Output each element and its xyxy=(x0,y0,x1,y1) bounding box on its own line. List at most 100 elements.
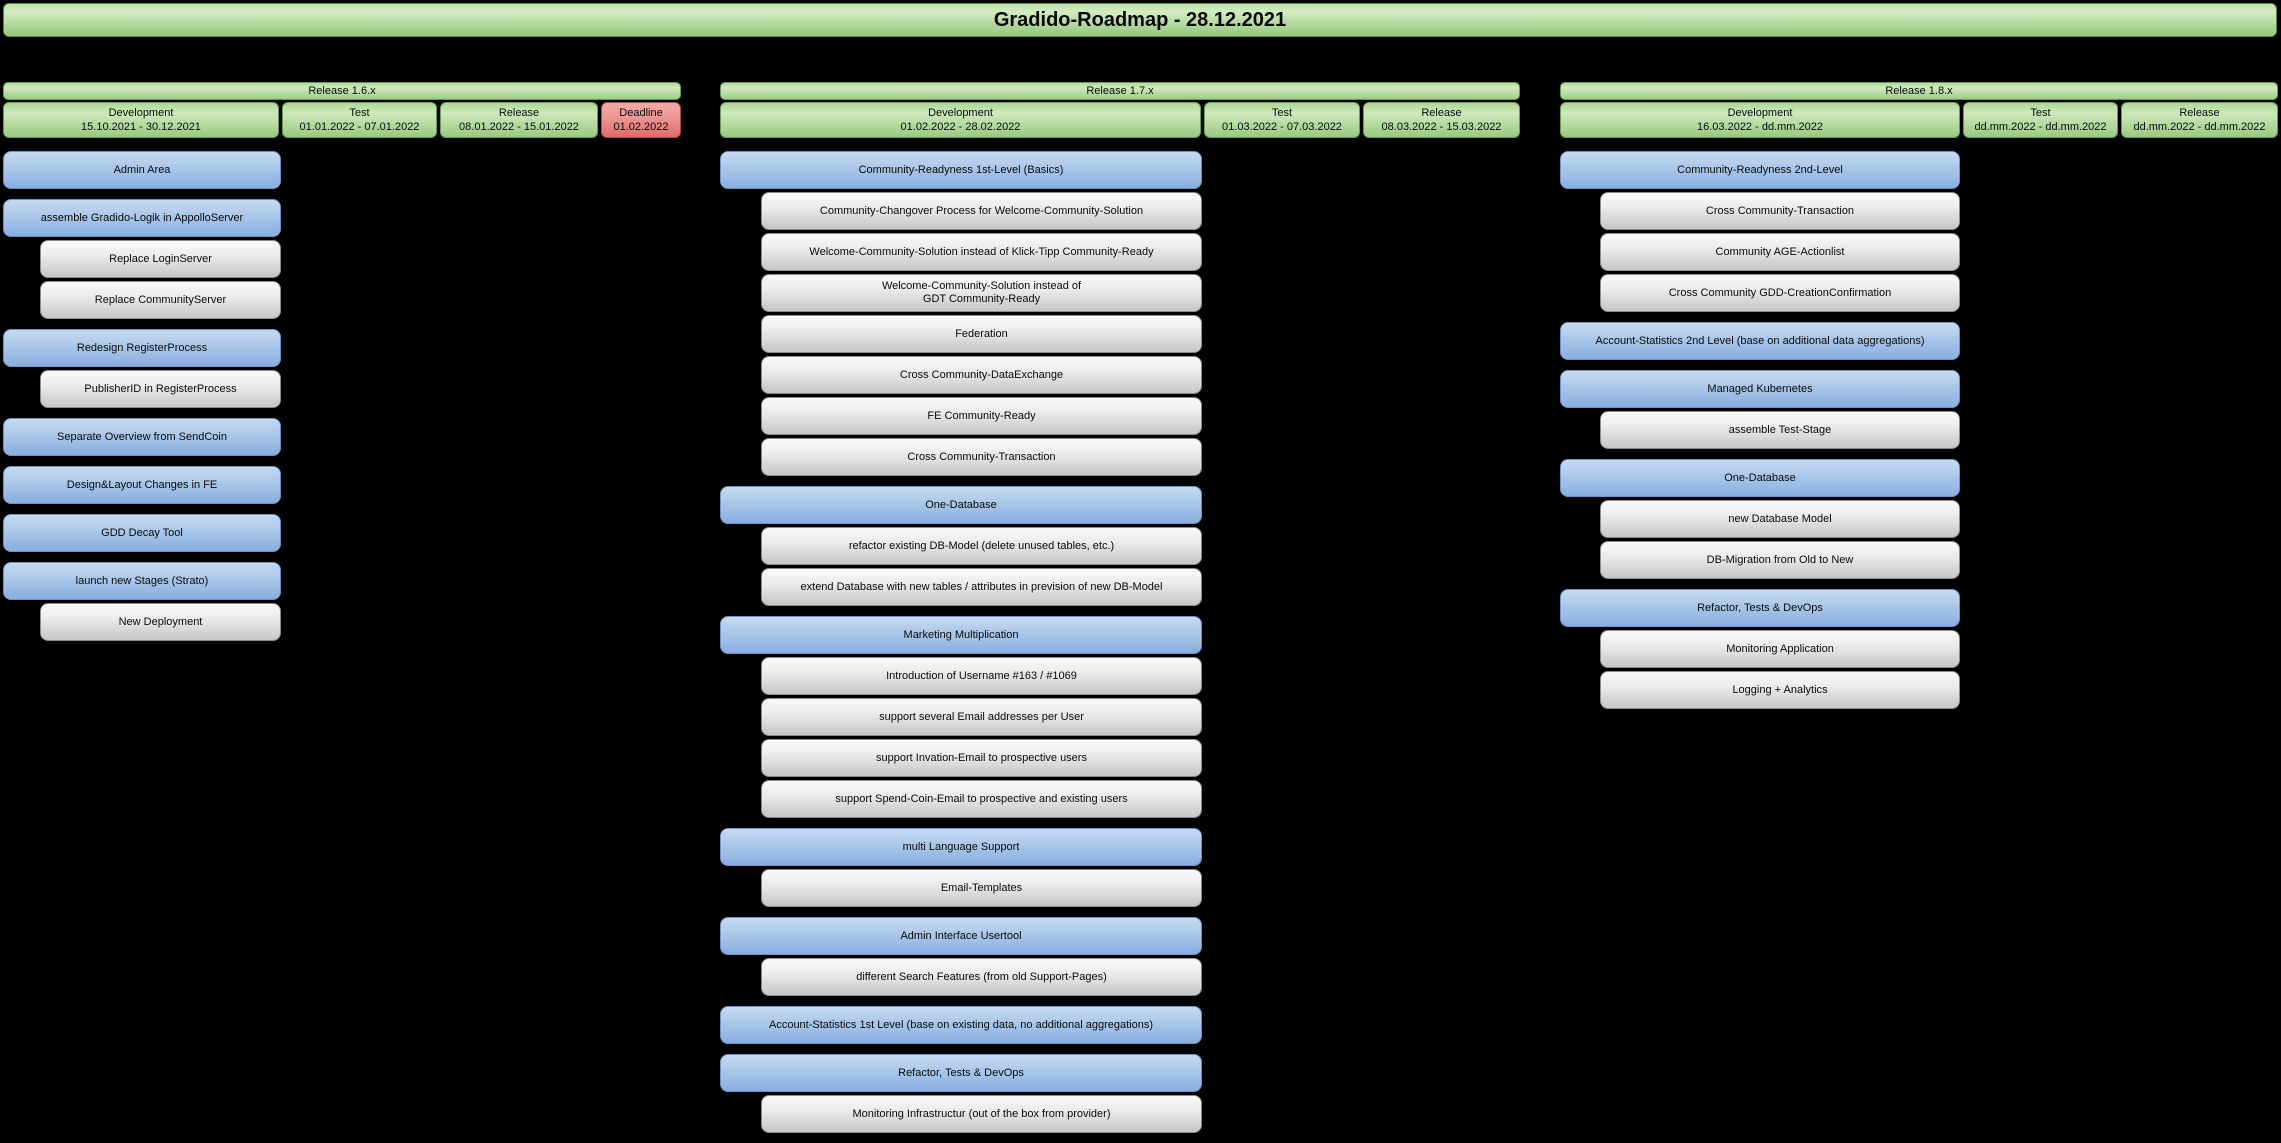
task-child: new Database Model xyxy=(1600,500,1960,538)
task-group: Design&Layout Changes in FE xyxy=(3,466,681,504)
task-child: Community AGE-Actionlist xyxy=(1600,233,1960,271)
task-child: Federation xyxy=(761,315,1202,353)
task-child: Community-Changover Process for Welcome-… xyxy=(761,192,1202,230)
task-child: assemble Test-Stage xyxy=(1600,411,1960,449)
phase-development: Development 16.03.2022 - dd.mm.2022 xyxy=(1560,102,1960,138)
release-header: Release 1.7.x xyxy=(720,82,1520,100)
task-parent: One-Database xyxy=(720,486,1202,524)
phase-dates: 08.03.2022 - 15.03.2022 xyxy=(1381,121,1502,133)
phase-dates: 16.03.2022 - dd.mm.2022 xyxy=(1697,121,1823,133)
task-parent: Admin Interface Usertool xyxy=(720,917,1202,955)
phase-dates: 01.02.2022 xyxy=(613,121,669,133)
task-child: Monitoring Application xyxy=(1600,630,1960,668)
task-child: Replace LoginServer xyxy=(40,240,281,278)
task-child: Replace CommunityServer xyxy=(40,281,281,319)
phase-dates: 01.02.2022 - 28.02.2022 xyxy=(900,121,1021,133)
task-child: support Spend-Coin-Email to prospective … xyxy=(761,780,1202,818)
task-child: Introduction of Username #163 / #1069 xyxy=(761,657,1202,695)
task-list: Admin Area assemble Gradido-Logik in Appo… xyxy=(3,151,681,641)
task-child: DB-Migration from Old to New xyxy=(1600,541,1960,579)
phase-deadline: Deadline 01.02.2022 xyxy=(601,102,681,138)
task-parent: Refactor, Tests & DevOps xyxy=(1560,589,1960,627)
task-child: Cross Community GDD-CreationConfirmation xyxy=(1600,274,1960,312)
task-group: GDD Decay Tool xyxy=(3,514,681,552)
task-child: Welcome-Community-Solution instead of GD… xyxy=(761,274,1202,312)
task-child: extend Database with new tables / attrib… xyxy=(761,568,1202,606)
phase-dates: 01.01.2022 - 07.01.2022 xyxy=(299,121,420,133)
release-header: Release 1.6.x xyxy=(3,82,681,100)
phase-label: Test xyxy=(349,107,370,119)
phase-label: Deadline xyxy=(619,107,663,119)
phase-row: Development 15.10.2021 - 30.12.2021 Test 01… xyxy=(3,102,681,138)
phase-row: Development 01.02.2022 - 28.02.2022 Test 01… xyxy=(720,102,1520,138)
phase-dates: dd.mm.2022 - dd.mm.2022 xyxy=(1974,121,2107,133)
task-parent: assemble Gradido-Logik in AppolloServer xyxy=(3,199,281,237)
task-group: Account-Statistics 1st Level (base on ex… xyxy=(720,1006,1520,1044)
task-child: Cross Community-Transaction xyxy=(761,438,1202,476)
task-parent: Design&Layout Changes in FE xyxy=(3,466,281,504)
task-parent: Account-Statistics 2nd Level (base on ad… xyxy=(1560,322,1960,360)
task-parent: Admin Area xyxy=(3,151,281,189)
task-child: support Invation-Email to prospective us… xyxy=(761,739,1202,777)
phase-label: Development xyxy=(928,107,993,119)
phase-label: Test xyxy=(2030,107,2051,119)
phase-development: Development 15.10.2021 - 30.12.2021 xyxy=(3,102,279,138)
phase-test: Test 01.03.2022 - 07.03.2022 xyxy=(1204,102,1360,138)
phase-dates: dd.mm.2022 - dd.mm.2022 xyxy=(2133,121,2266,133)
task-group: Community-Readyness 1st-Level (Basics)Co… xyxy=(720,151,1520,476)
task-group: Separate Overview from SendCoin xyxy=(3,418,681,456)
phase-label: Development xyxy=(1727,107,1793,119)
task-group: Admin Area xyxy=(3,151,681,189)
phase-label: Release xyxy=(2179,107,2220,119)
task-child: different Search Features (from old Supp… xyxy=(761,958,1202,996)
task-parent: One-Database xyxy=(1560,459,1960,497)
task-child: PublisherID in RegisterProcess xyxy=(40,370,281,408)
task-parent: Account-Statistics 1st Level (base on ex… xyxy=(720,1006,1202,1044)
task-child: Logging + Analytics xyxy=(1600,671,1960,709)
release-header: Release 1.8.x xyxy=(1560,82,2278,100)
task-parent: Marketing Multiplication xyxy=(720,616,1202,654)
phase-development: Development 01.02.2022 - 28.02.2022 xyxy=(720,102,1201,138)
phase-row: Development 16.03.2022 - dd.mm.2022 Test dd… xyxy=(1560,102,2278,138)
task-child: FE Community-Ready xyxy=(761,397,1202,435)
task-group: launch new Stages (Strato)New Deployment xyxy=(3,562,681,641)
phase-label: Release xyxy=(1421,107,1462,119)
phase-test: Test 01.01.2022 - 07.01.2022 xyxy=(282,102,437,138)
phase-test: Test dd.mm.2022 - dd.mm.2022 xyxy=(1963,102,2118,138)
task-parent: Community-Readyness 1st-Level (Basics) xyxy=(720,151,1202,189)
task-child: support several Email addresses per User xyxy=(761,698,1202,736)
task-child: Cross Community-Transaction xyxy=(1600,192,1960,230)
task-parent: Refactor, Tests & DevOps xyxy=(720,1054,1202,1092)
phase-dates: 01.03.2022 - 07.03.2022 xyxy=(1222,121,1342,133)
task-parent: launch new Stages (Strato) xyxy=(3,562,281,600)
task-parent: Managed Kubernetes xyxy=(1560,370,1960,408)
phase-label: Test xyxy=(1271,107,1293,119)
task-child: Email-Templates xyxy=(761,869,1202,907)
task-child: Welcome-Community-Solution instead of Kl… xyxy=(761,233,1202,271)
task-child: New Deployment xyxy=(40,603,281,641)
task-parent: Community-Readyness 2nd-Level xyxy=(1560,151,1960,189)
task-group: Account-Statistics 2nd Level (base on ad… xyxy=(1560,322,2278,360)
task-parent: GDD Decay Tool xyxy=(3,514,281,552)
phase-label: Release xyxy=(498,107,540,119)
phase-release: Release dd.mm.2022 - dd.mm.2022 xyxy=(2121,102,2278,138)
phase-dates: 15.10.2021 - 30.12.2021 xyxy=(81,121,201,133)
task-list: Community-Readyness 1st-Level (Basics)Co… xyxy=(720,151,1520,1133)
task-parent: Separate Overview from SendCoin xyxy=(3,418,281,456)
phase-label: Development xyxy=(108,107,174,119)
